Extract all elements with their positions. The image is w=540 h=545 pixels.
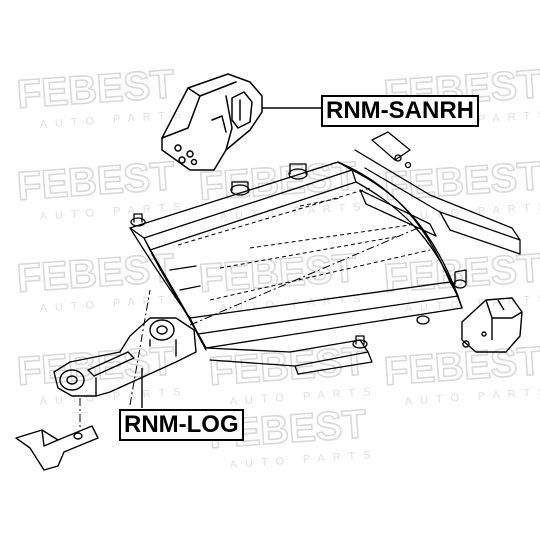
part-label-rnm-log[interactable]: RNM-LOG <box>119 409 244 441</box>
watermark-1: FEBEST AUTO PARTS <box>15 61 189 131</box>
watermark-3: FEBEST AUTO PARTS <box>15 153 189 223</box>
upper-engine-mount <box>161 73 263 171</box>
watermark-11: FEBEST AUTO PARTS <box>382 338 540 408</box>
leader-lines <box>79 227 419 430</box>
torque-rod-bracket <box>15 425 99 471</box>
part-label-rnm-sanrh[interactable]: RNM-SANRH <box>321 95 479 127</box>
svg-text:FEBEST: FEBEST <box>383 246 540 301</box>
watermark-9: FEBEST AUTO PARTS <box>15 338 189 408</box>
right-side-mount <box>461 297 523 353</box>
svg-text:FEBEST: FEBEST <box>198 246 358 301</box>
watermark-6: FEBEST AUTO PARTS <box>15 245 189 315</box>
svg-text:FEBEST: FEBEST <box>16 62 176 117</box>
svg-text:FEBEST: FEBEST <box>383 339 540 394</box>
hidden-edges <box>177 187 431 301</box>
svg-text:FEBEST: FEBEST <box>383 154 540 209</box>
torque-rod-mount <box>53 317 197 397</box>
svg-text:FEBEST: FEBEST <box>16 154 176 209</box>
front-subframe <box>129 131 521 375</box>
